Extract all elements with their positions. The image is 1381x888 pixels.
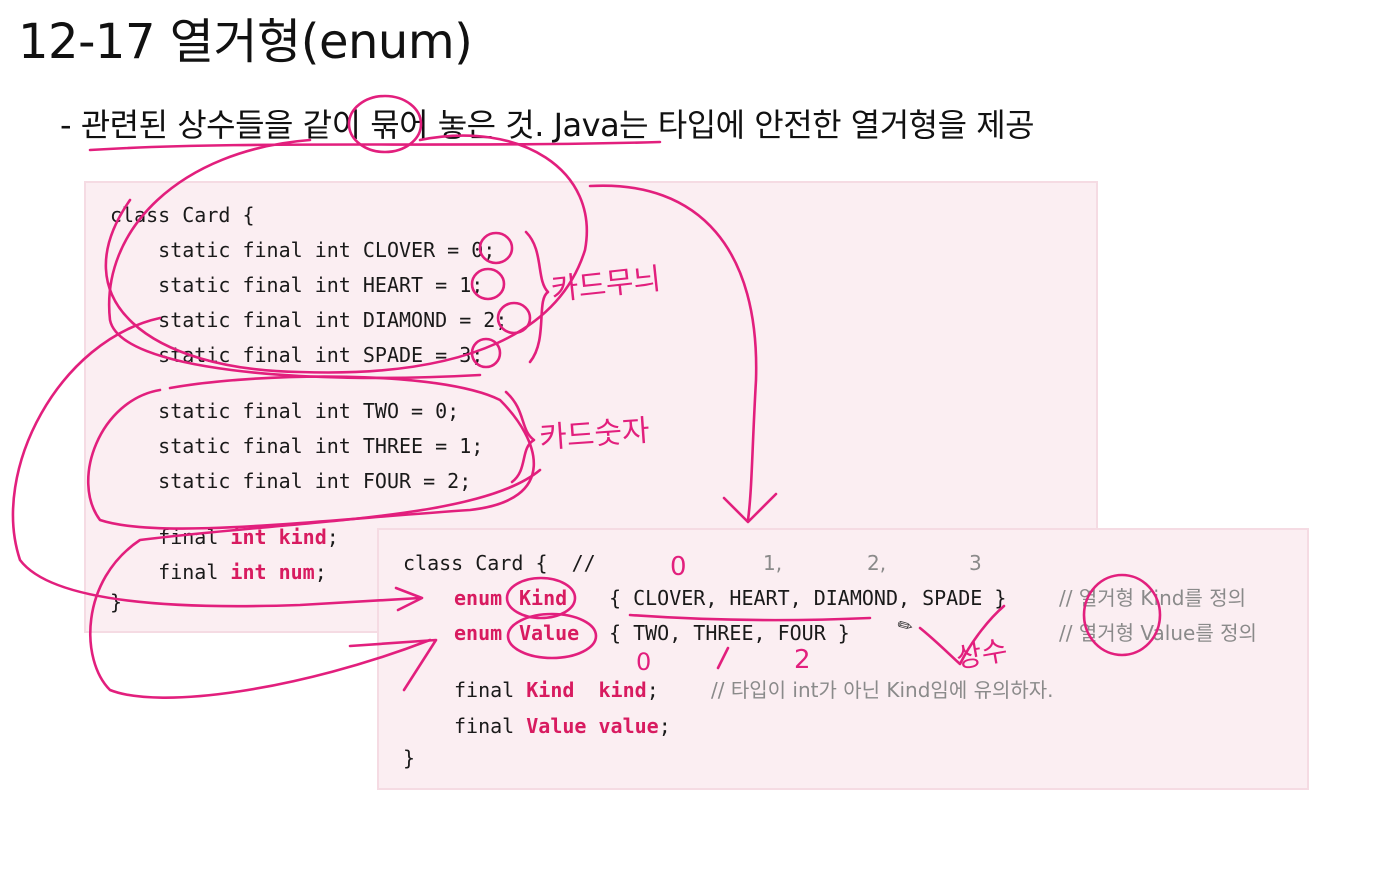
code-comment-index: 2, <box>867 551 887 575</box>
code-comment: // 타입이 int가 아닌 Kind임에 유의하자. <box>711 678 1054 702</box>
code-block-enum: class Card { // 1, 2, 3 enum Kind { CLOV… <box>377 528 1309 790</box>
code-keyword: Value <box>526 714 587 738</box>
code-token: final <box>110 560 231 584</box>
code-token: ; <box>326 525 339 549</box>
code-line: static final int DIAMOND = 2; <box>110 308 508 332</box>
code-line: static final int TWO = 0; <box>110 399 460 423</box>
code-comment-index: 1, <box>763 551 783 575</box>
page-subtitle: - 관련된 상수들을 같이 묶어 놓은 것. Java는 타입에 안전한 열거형… <box>60 106 1035 144</box>
code-comment-index: 3 <box>969 551 982 575</box>
code-token: ; <box>658 714 671 738</box>
code-token: ; <box>314 560 327 584</box>
code-keyword: enum <box>454 586 503 610</box>
code-keyword: Kind <box>526 678 575 702</box>
code-comment: // 열거형 Kind를 정의 <box>1059 586 1246 610</box>
page-title: 12-17 열거형(enum) <box>18 14 473 70</box>
code-keyword: value <box>598 714 659 738</box>
code-line: static final int THREE = 1; <box>110 434 484 458</box>
enum-kind-name: Kind <box>519 586 568 610</box>
enum-kind-values: { CLOVER, HEART, DIAMOND, SPADE } <box>609 586 1007 610</box>
code-line: final Value value; <box>454 714 671 738</box>
code-line: static final int CLOVER = 0; <box>110 238 496 262</box>
code-line: class Card { <box>110 203 255 227</box>
code-keyword: int kind <box>230 525 327 549</box>
code-line: } <box>110 590 123 614</box>
code-line: static final int HEART = 1; <box>110 273 484 297</box>
code-keyword: int num <box>230 560 315 584</box>
enum-value-values: { TWO, THREE, FOUR } <box>609 621 850 645</box>
code-line: final int num; <box>110 560 327 584</box>
code-token: final <box>454 714 527 738</box>
code-token: final <box>110 525 231 549</box>
code-line: static final int SPADE = 3; <box>110 343 484 367</box>
code-keyword: kind <box>598 678 647 702</box>
enum-value-name: Value <box>519 621 580 645</box>
code-line: static final int FOUR = 2; <box>110 469 472 493</box>
code-keyword: enum <box>454 621 503 645</box>
code-token: ; <box>646 678 659 702</box>
code-token: final <box>454 678 527 702</box>
code-line: } <box>403 746 416 770</box>
code-line: final int kind; <box>110 525 339 549</box>
code-line: class Card { // <box>403 551 596 575</box>
code-comment: // 열거형 Value를 정의 <box>1059 621 1257 645</box>
code-line: final Kind kind; <box>454 678 659 702</box>
